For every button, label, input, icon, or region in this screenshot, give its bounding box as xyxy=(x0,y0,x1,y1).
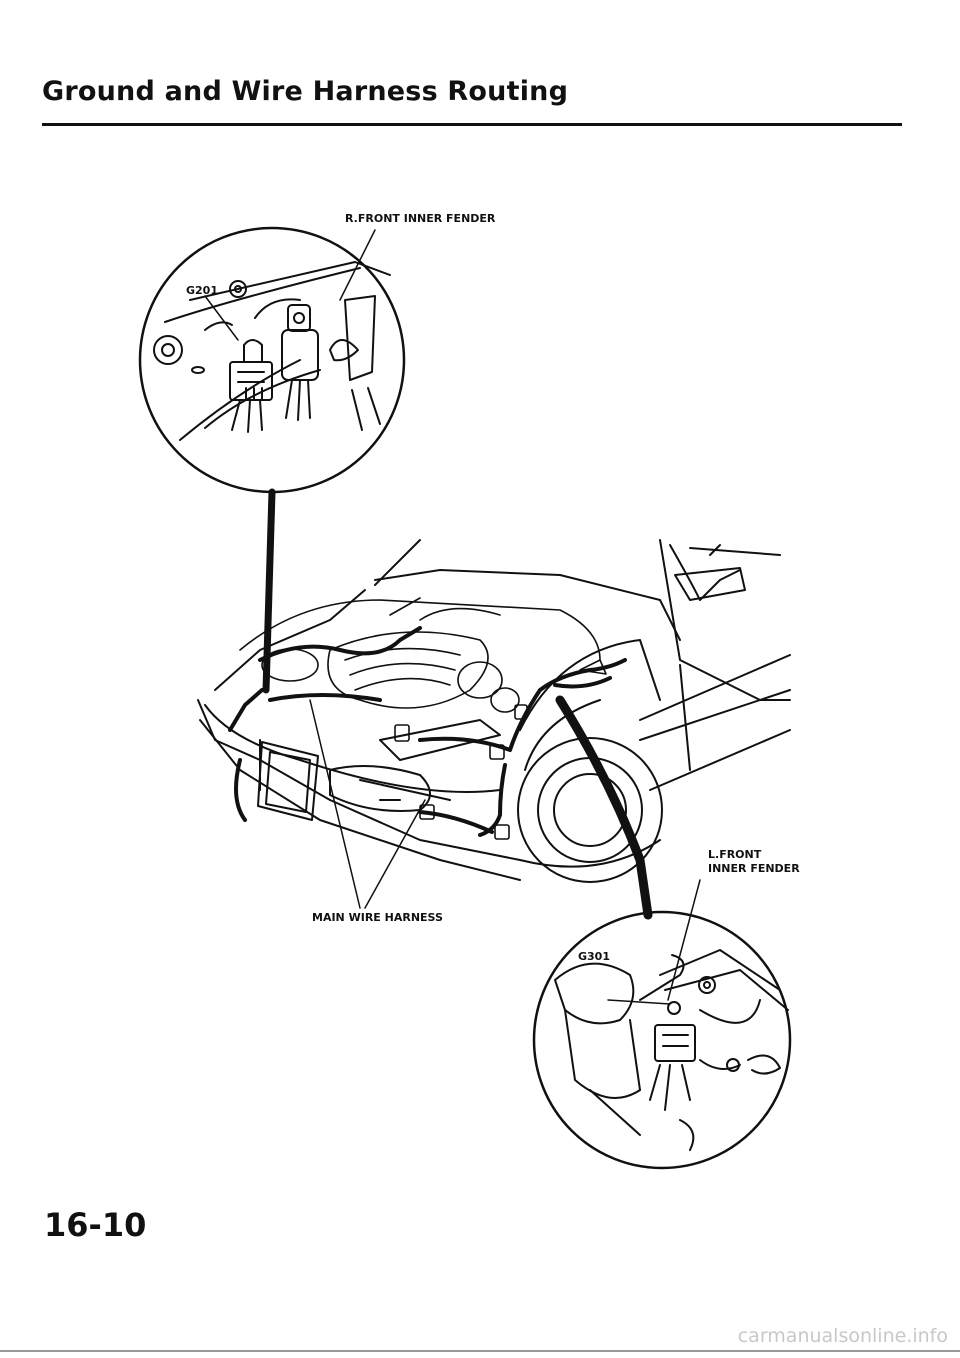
leader-g201 xyxy=(204,295,239,341)
detail-g301-drawing xyxy=(554,949,789,1151)
page-title: Ground and Wire Harness Routing xyxy=(42,76,569,107)
label-g201: G201 xyxy=(186,284,218,297)
bottom-rule xyxy=(0,1350,960,1352)
connector-line-g201 xyxy=(262,488,276,694)
connector-line-g301 xyxy=(555,695,653,920)
leader-g301 xyxy=(607,999,671,1005)
detail-circle-g201 xyxy=(138,226,406,494)
page-number: 16-10 xyxy=(44,1206,147,1244)
watermark-text: carmanualsonline.info xyxy=(737,1325,948,1347)
leader-main-harness-2 xyxy=(364,799,426,909)
detail-g201-drawing xyxy=(153,261,391,441)
engine-compartment xyxy=(239,597,607,840)
label-g301: G301 xyxy=(578,950,610,963)
label-r-front-inner-fender: R.FRONT INNER FENDER xyxy=(345,212,496,225)
title-rule xyxy=(42,123,902,126)
label-l-front: L.FRONT xyxy=(708,848,762,861)
detail-circle-g301 xyxy=(532,910,792,1170)
label-main-wire-harness: MAIN WIRE HARNESS xyxy=(312,911,443,924)
leader-main-harness-1 xyxy=(309,699,361,909)
car-body-outline xyxy=(197,539,791,883)
leader-r-front-fender xyxy=(339,229,376,301)
label-inner-fender: INNER FENDER xyxy=(708,862,800,875)
main-wire-harness-route xyxy=(228,626,627,837)
